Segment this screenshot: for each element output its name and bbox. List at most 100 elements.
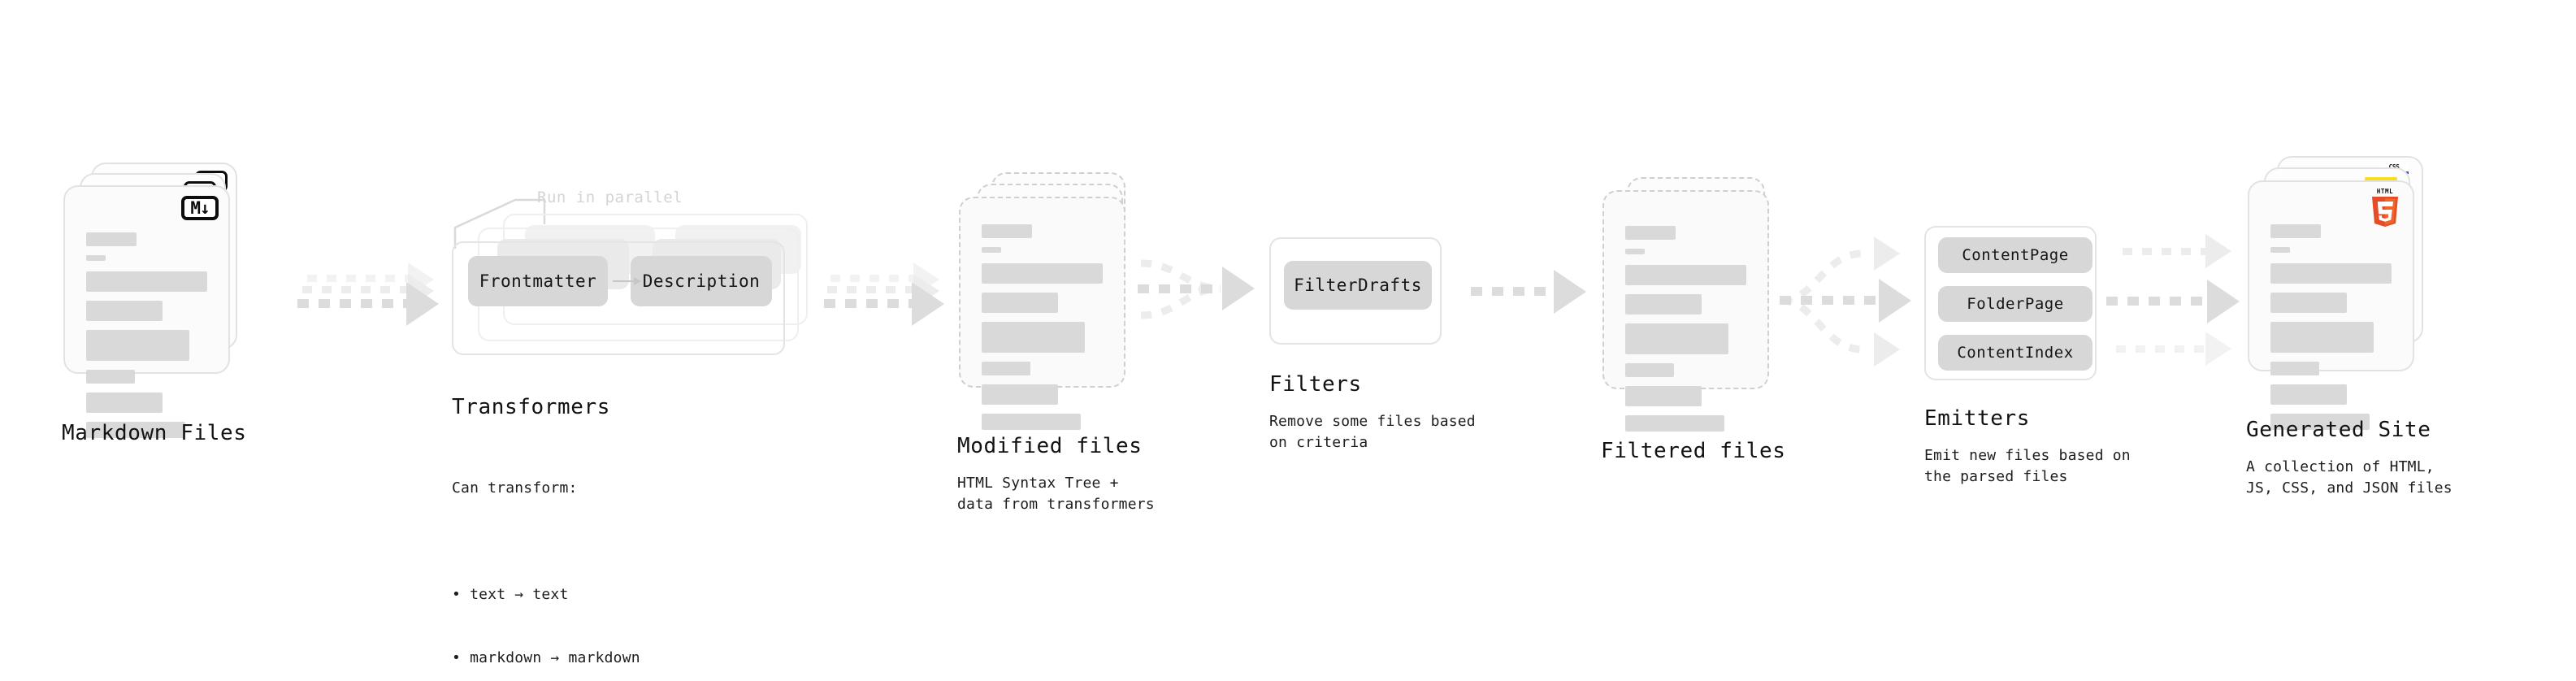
site-card-stack: CSS HTML [2248, 156, 2435, 430]
stage-title-generated-site: Generated Site [2246, 418, 2431, 442]
stage-desc-transformers: Can transform: text → text markdown → ma… [452, 436, 640, 681]
skeleton-bar [2270, 224, 2321, 238]
chip-label: ContentPage [1962, 246, 2069, 264]
skeleton-bar [1625, 386, 1702, 406]
emitter-chip-contentindex[interactable]: ContentIndex [1938, 335, 2092, 371]
emitters-group-box: ContentPage FolderPage ContentIndex [1924, 226, 2097, 380]
modified-skeleton-bars [982, 224, 1103, 439]
connector-line [1138, 284, 1229, 293]
connector-line [2116, 345, 2212, 353]
connector-line [307, 275, 414, 282]
markdown-card-stack: M↓ M↓ M↓ [63, 163, 242, 438]
chip-label: ContentIndex [1957, 344, 2074, 362]
skeleton-bar [1625, 226, 1676, 240]
svg-text:HTML: HTML [2377, 188, 2393, 195]
filtered-skeleton-bars [1625, 226, 1746, 440]
skeleton-bar [2270, 293, 2347, 313]
skeleton-bar [982, 322, 1085, 353]
transform-bullet-list: text → text markdown → markdown html → h… [452, 541, 640, 681]
connector-line [297, 299, 414, 308]
modified-card-stack [959, 172, 1138, 430]
connector-arrowhead [406, 282, 439, 326]
skeleton-bar [1625, 265, 1746, 285]
connector-arrowhead [912, 282, 944, 326]
stage-desc-filters: Remove some files based on criteria [1269, 413, 1476, 452]
transformer-chip-description[interactable]: Description [631, 256, 772, 306]
connector-arrowhead [2207, 280, 2240, 323]
skeleton-bar [86, 255, 106, 261]
stage-title-markdown-files: Markdown Files [62, 421, 247, 445]
skeleton-bar [982, 263, 1103, 284]
stage-desc-modified-files: HTML Syntax Tree + data from transformer… [957, 475, 1155, 514]
filters-group-box: FilterDrafts [1269, 237, 1442, 345]
connector-line [2123, 248, 2212, 255]
filter-chip-filterdrafts[interactable]: FilterDrafts [1284, 261, 1432, 310]
skeleton-bar [86, 232, 137, 246]
leader-line-icon [453, 198, 546, 249]
chip-label: FolderPage [1967, 295, 2064, 313]
transformer-chip-frontmatter[interactable]: Frontmatter [468, 256, 608, 306]
site-card-front-html: HTML [2248, 180, 2414, 430]
skeleton-bar [86, 271, 207, 292]
connector-line [302, 286, 414, 293]
skeleton-bar [982, 362, 1030, 375]
skeleton-bar [982, 414, 1082, 430]
skeleton-bar [982, 293, 1058, 313]
skeleton-bar [2270, 414, 2370, 430]
list-item: text → text [452, 584, 640, 605]
connector-line [1780, 296, 1885, 305]
skeleton-bar [1625, 323, 1728, 354]
list-item: markdown → markdown [452, 648, 640, 669]
skeleton-bar [982, 224, 1032, 238]
css-icon-label: CSS [2389, 164, 2400, 171]
run-in-parallel-label: Run in parallel [537, 189, 683, 206]
connector-line [2106, 297, 2214, 306]
connector-arrowhead [2205, 234, 2231, 268]
chip-label: FilterDrafts [1294, 275, 1422, 295]
skeleton-bar [86, 370, 135, 384]
skeleton-bar [86, 422, 186, 438]
site-skeleton-bars [2270, 224, 2392, 439]
connector-arrowhead [1874, 236, 1900, 271]
connector-arrowhead [1554, 270, 1586, 314]
markdown-icon: M↓ [181, 196, 219, 220]
skeleton-bar [1625, 294, 1702, 314]
skeleton-bar [2270, 384, 2347, 405]
skeleton-bar [86, 330, 189, 361]
skeleton-bar [982, 384, 1058, 405]
stage-title-filtered-files: Filtered files [1601, 439, 1786, 463]
markdown-card-front: M↓ [63, 185, 230, 438]
emitter-chip-folderpage[interactable]: FolderPage [1938, 286, 2092, 322]
stage-title-emitters: Emitters [1924, 406, 2031, 431]
chip-label: Frontmatter [479, 271, 597, 291]
skeleton-bar [2270, 247, 2290, 253]
chip-label: Description [642, 271, 761, 291]
skeleton-bar [86, 301, 163, 321]
markdown-icon-text: M↓ [190, 197, 210, 218]
skeleton-bar [2270, 263, 2392, 284]
skeleton-bar [1625, 415, 1725, 432]
stage-filtered-files: Filtered files [1601, 177, 1785, 463]
emitter-chip-contentpage[interactable]: ContentPage [1938, 237, 2092, 273]
stage-title-transformers: Transformers [452, 395, 611, 419]
converge-lines-icon [1140, 259, 1221, 319]
connector-line [1471, 287, 1560, 296]
stage-title-filters: Filters [1269, 372, 1362, 397]
filtered-card-stack [1602, 177, 1781, 432]
connector-arrowhead [1874, 332, 1900, 367]
skeleton-bar [86, 393, 163, 413]
filtered-card-front [1602, 190, 1769, 432]
connector-arrowhead [1879, 279, 1911, 323]
html5-icon: HTML [2372, 188, 2398, 227]
connector-arrowhead [1222, 267, 1255, 310]
markdown-skeleton-bars [86, 232, 207, 447]
transformer-inner-arrow [613, 277, 641, 285]
transformer-layer-front: Frontmatter Description [452, 241, 785, 355]
transform-intro: Can transform: [452, 479, 578, 497]
run-in-parallel-leader [452, 192, 826, 249]
connector-line [830, 275, 920, 282]
connector-line [827, 286, 920, 293]
connector-arrowhead [2205, 332, 2231, 366]
stage-markdown-files: M↓ M↓ M↓ [62, 163, 246, 445]
